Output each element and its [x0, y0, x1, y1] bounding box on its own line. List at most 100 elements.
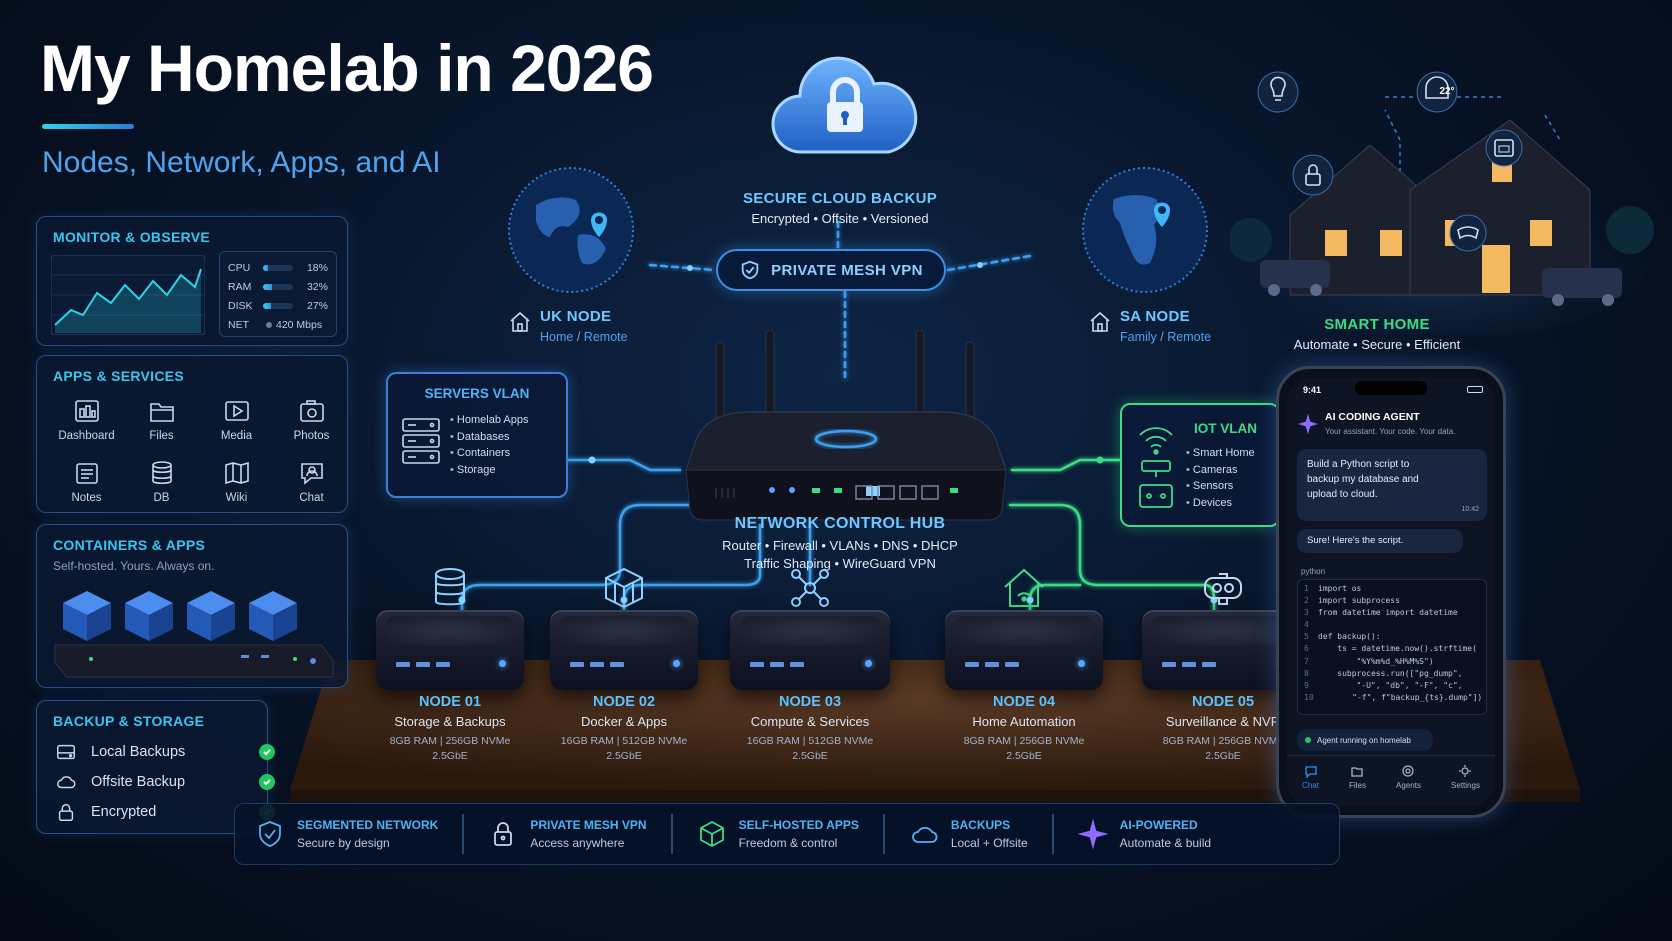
cloud-icon: [912, 826, 938, 843]
servers-vlan-list: Homelab AppsDatabasesContainersStorage: [450, 412, 529, 478]
backup-offsite: Offsite Backup: [55, 769, 275, 795]
app-label: Chat: [299, 492, 324, 504]
user-message[interactable]: Build a Python script to backup my datab…: [1297, 449, 1487, 521]
app-notes[interactable]: Notes: [49, 456, 124, 512]
app-chat[interactable]: Chat: [274, 456, 349, 512]
uk-sep: /: [576, 330, 581, 344]
database-icon: [435, 568, 465, 606]
app-label: Files: [149, 430, 174, 442]
node-spec: 16GB RAM | 512GB NVMe: [560, 735, 688, 747]
code-line: 9 "-U", "db", "-F", "c",: [1304, 681, 1480, 693]
feature-title: SELF-HOSTED APPS: [738, 818, 859, 832]
wire-uk-vpn: [648, 263, 716, 272]
agent-subtitle: Your assistant. Your code. Your data.: [1325, 427, 1456, 436]
backup-item-label: Local Backups: [91, 744, 186, 760]
camera-icon: [299, 400, 324, 422]
app-files[interactable]: Files: [124, 394, 199, 450]
wire-iot-vlan: [1010, 458, 1122, 472]
sparkle-icon: [1077, 819, 1108, 849]
agent-status-text: Agent running on homelab: [1317, 735, 1411, 745]
vlan-item: Sensors: [1186, 478, 1255, 495]
code-language: python: [1301, 567, 1326, 576]
app-label: Media: [220, 430, 253, 442]
node-role: Compute & Services: [750, 714, 870, 729]
lock-icon: [494, 822, 513, 846]
backup-item-label: Encrypted: [91, 804, 157, 820]
feature-subtitle: Secure by design: [297, 836, 390, 850]
title-underline: [42, 124, 134, 129]
wire-vpn-sa: [946, 254, 1032, 272]
cloud-lock-icon: [771, 56, 918, 154]
stat-bar: [262, 302, 294, 309]
cube-icon: [699, 820, 724, 848]
app-wiki[interactable]: Wiki: [199, 456, 274, 512]
servers-vlan-panel: SERVERS VLAN Homelab AppsDatabasesContai…: [386, 372, 568, 498]
node-spec: 8GB RAM | 256GB NVMe: [389, 735, 511, 747]
phone-mockup: 9:41 AI CODING AGENT Your assistant. You…: [1276, 366, 1506, 818]
stat-label: DISK: [228, 299, 253, 312]
home-icon: [1090, 311, 1110, 332]
line-number: 2: [1304, 596, 1309, 606]
uk-sub1: Home: [540, 330, 574, 344]
cloud-backup-label: SECURE CLOUD BACKUP Encrypted • Offsite …: [740, 190, 940, 226]
app-media[interactable]: Media: [199, 394, 274, 450]
hub-line2: Traffic Shaping • WireGuard VPN: [744, 556, 936, 571]
node-spec: 8GB RAM | 256GB NVMe: [1162, 735, 1284, 747]
tab-files[interactable]: Files: [1349, 764, 1366, 807]
app-label: DB: [153, 492, 170, 504]
feature-title: PRIVATE MESH VPN: [530, 818, 647, 832]
app-db[interactable]: DB: [124, 456, 199, 512]
feature-title: BACKUPS: [950, 818, 1011, 832]
sa-sub1: Family: [1120, 330, 1157, 344]
play-icon: [224, 401, 249, 421]
app-label: Wiki: [225, 492, 248, 504]
feature-subtitle: Access anywhere: [530, 836, 625, 850]
vpn-label: PRIVATE MESH VPN: [771, 261, 923, 279]
feature-text: PRIVATE MESH VPN Access anywhere: [530, 818, 646, 850]
hub-title: NETWORK CONTROL HUB: [734, 515, 946, 532]
code-line: 1 import os: [1304, 584, 1480, 596]
tab-label: Files: [1349, 781, 1366, 790]
network-nodes-icon: [791, 569, 829, 607]
tab-chat[interactable]: Chat: [1302, 764, 1319, 807]
tab-settings[interactable]: Settings: [1451, 764, 1480, 807]
line-number: 1: [1304, 584, 1309, 593]
line-number: 10: [1304, 692, 1314, 702]
app-dashboard[interactable]: Dashboard: [49, 394, 124, 450]
vpn-button[interactable]: PRIVATE MESH VPN: [716, 249, 946, 291]
agent-reply[interactable]: Sure! Here's the script.: [1297, 529, 1463, 553]
code-text: def backup():: [1318, 632, 1381, 642]
node-name: NODE 02: [592, 694, 656, 710]
feature-subtitle: Automate & build: [1119, 836, 1212, 850]
table-surface: [290, 660, 1580, 790]
backup-local: Local Backups: [55, 739, 275, 765]
hub-label: NETWORK CONTROL HUB Router • Firewall • …: [690, 515, 990, 571]
tab-label: Settings: [1451, 781, 1480, 790]
app-label: Dashboard: [58, 430, 115, 442]
node-spec: 16GB RAM | 512GB NVMe: [746, 735, 874, 747]
database-icon: [151, 461, 172, 485]
tab-agents[interactable]: Agents: [1396, 764, 1421, 807]
wire-node-05: [1008, 503, 1216, 614]
node-net: 2.5GbE: [792, 750, 828, 762]
smart-home-icon: [1004, 568, 1044, 607]
app-label: Notes: [71, 492, 102, 504]
shield-check-icon: [741, 260, 759, 280]
sa-node-title: SA NODE: [1120, 308, 1190, 325]
code-text: ts = datetime.now().strftime(: [1318, 644, 1477, 654]
code-text: subprocess.run(["pg_dump",: [1318, 668, 1463, 678]
tab-label: Chat: [1302, 781, 1319, 790]
code-text: import os: [1318, 584, 1362, 593]
app-photos[interactable]: Photos: [274, 394, 349, 450]
page-subtitle: Nodes, Network, Apps, and AI: [42, 146, 441, 179]
wire-node-01: [460, 503, 702, 614]
stat-bar: [262, 264, 294, 271]
